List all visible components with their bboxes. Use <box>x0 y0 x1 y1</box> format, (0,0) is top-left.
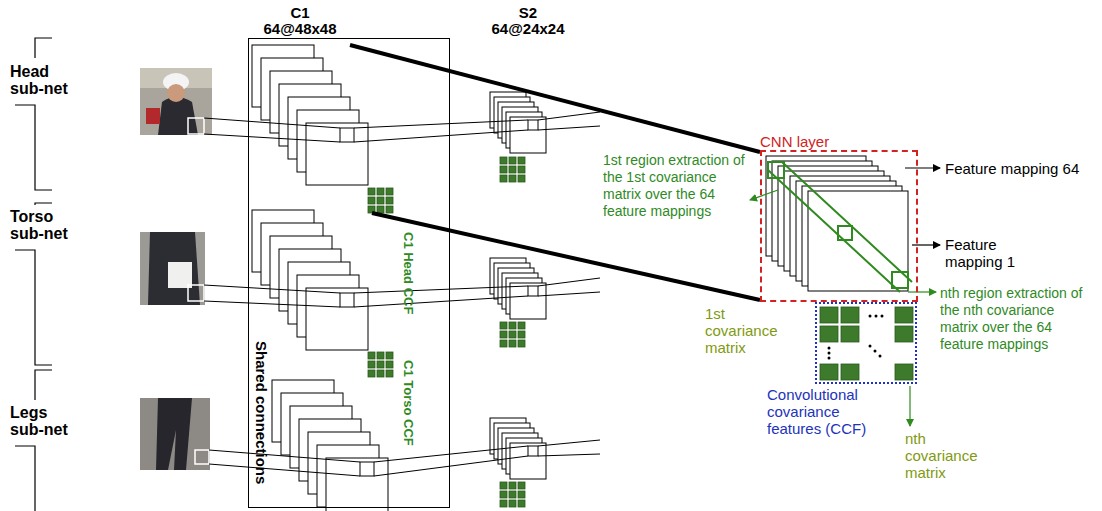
annotation: 1st covariance matrix <box>705 305 800 356</box>
callout-arrow <box>909 386 910 426</box>
layer-size: 64@48x48 <box>245 20 355 37</box>
ccf-label: C1 Torso CCF <box>400 360 416 446</box>
node-text: CNN layer <box>760 133 829 150</box>
zoom-line <box>350 45 760 152</box>
covariance-matrix-grid <box>820 307 913 380</box>
annotation: Feature mapping 64 <box>945 160 1095 177</box>
head-photo <box>140 68 212 135</box>
s2-feature-maps <box>510 283 546 319</box>
covariance-matrix-grid <box>828 352 831 355</box>
annotation: Feature mapping 1 <box>945 236 1040 270</box>
layer-name: S2 <box>478 4 578 21</box>
s2-feature-maps <box>528 120 538 130</box>
region-cuboid <box>768 162 784 178</box>
layer-size: 64@24x24 <box>478 20 578 37</box>
ccf-grid <box>368 352 393 377</box>
region-cuboid <box>892 272 908 288</box>
covariance-matrix-grid <box>869 315 872 318</box>
covariance-matrix-grid <box>879 355 882 358</box>
annotation: nth covariance matrix <box>905 430 990 481</box>
torso-photo <box>188 285 204 301</box>
sub-net-label: Torso sub-net <box>10 208 72 242</box>
callout-arrow <box>908 291 936 292</box>
covariance-matrix-grid <box>828 357 831 360</box>
callout-arrow <box>905 167 940 168</box>
c1-feature-maps <box>326 458 388 511</box>
s2-feature-maps <box>528 286 538 296</box>
ccf-grid <box>500 157 525 182</box>
ccf-grid <box>500 482 525 507</box>
sub-net-bracket <box>15 446 35 511</box>
torso-photo <box>168 262 192 288</box>
ccf-grid <box>500 322 525 347</box>
ccf-box: Convolutional covariance features (CCF) <box>815 302 917 384</box>
c1-feature-maps <box>306 288 368 350</box>
c1-feature-maps <box>340 293 354 307</box>
c1-feature-maps <box>360 462 374 476</box>
torso-photo <box>140 232 205 305</box>
head-photo <box>188 118 204 134</box>
legs-photo <box>195 450 209 464</box>
head-photo <box>167 84 185 102</box>
ccf-label: C1 Head CCF <box>400 232 416 314</box>
covariance-matrix-grid <box>869 345 872 348</box>
s2-feature-maps <box>510 443 546 479</box>
region-cuboid <box>838 226 852 240</box>
receptive-field-line <box>204 112 600 142</box>
head-photo <box>158 97 198 135</box>
sub-net-label: Head sub-net <box>10 63 72 97</box>
torso-photo <box>140 232 205 305</box>
region-cuboid <box>768 162 912 292</box>
zoom-line <box>372 213 760 300</box>
sub-net-label: Legs sub-net <box>10 404 72 438</box>
covariance-matrix-grid <box>874 350 877 353</box>
covariance-matrix-grid <box>895 307 913 323</box>
layer-name: C1 <box>245 4 355 21</box>
head-photo <box>146 108 160 124</box>
s2-feature-maps <box>490 92 546 479</box>
head-photo <box>140 68 212 135</box>
sub-net-bracket <box>35 203 52 205</box>
sub-net-bracket <box>35 38 52 58</box>
covariance-matrix-grid <box>820 364 838 380</box>
legs-photo <box>140 398 210 470</box>
callout-arrow <box>750 190 778 200</box>
covariance-matrix-grid <box>841 307 859 323</box>
annotation: 1st region extraction of the 1st covaria… <box>603 152 745 220</box>
covariance-matrix-grid <box>895 326 913 342</box>
covariance-matrix-grid <box>875 315 878 318</box>
cnn-layer-box: CNN layer <box>760 150 918 302</box>
shared-connections-box: Shared connections <box>248 38 450 508</box>
region-cuboid <box>768 162 912 292</box>
callout-arrow <box>905 168 940 245</box>
annotation: nth region extraction of the nth covaria… <box>940 285 1090 353</box>
sub-net-bracket <box>15 38 52 511</box>
covariance-matrix-grid <box>820 326 838 342</box>
torso-photo <box>148 232 200 305</box>
legs-photo <box>140 398 210 470</box>
sub-net-bracket <box>15 105 52 190</box>
cnn-feature-maps <box>808 191 908 291</box>
c1-feature-maps <box>340 128 354 142</box>
covariance-matrix-grid <box>841 326 859 342</box>
ccf-grid <box>368 188 393 213</box>
covariance-matrix-grid <box>820 307 838 323</box>
c1-feature-maps <box>306 123 368 185</box>
c1-feature-maps <box>252 45 388 511</box>
s2-feature-maps <box>528 446 538 456</box>
covariance-matrix-grid <box>881 315 884 318</box>
s2-feature-maps <box>510 117 546 153</box>
covariance-matrix-grid <box>828 347 831 350</box>
sub-net-bracket <box>35 370 52 400</box>
cnn-feature-maps <box>766 156 908 291</box>
node-text: Shared connections <box>253 341 269 484</box>
node-text: Convolutional covariance features (CCF) <box>767 386 892 437</box>
legs-photo <box>156 398 192 470</box>
sub-net-bracket <box>15 250 52 365</box>
covariance-matrix-grid <box>841 364 859 380</box>
covariance-matrix-grid <box>895 364 913 380</box>
